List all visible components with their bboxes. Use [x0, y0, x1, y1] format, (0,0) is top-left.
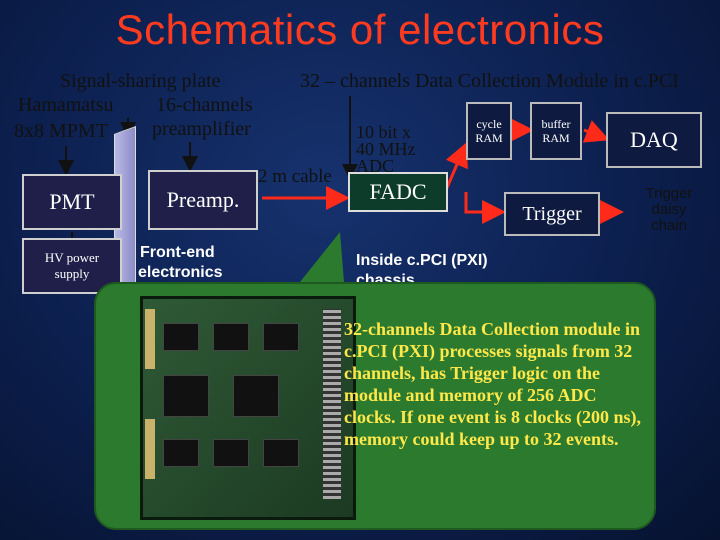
frontend-line2: electronics — [138, 264, 223, 281]
preamplifier-label: preamplifier — [152, 118, 251, 140]
mhz-label: 40 MHz — [356, 139, 416, 159]
signal-sharing-plate-label: Signal-sharing plate — [60, 70, 221, 92]
daq-box-label: DAQ — [630, 127, 678, 152]
cycle-ram-line2: RAM — [475, 131, 503, 145]
buffer-to-daq-arrow — [582, 120, 610, 143]
board-chip — [163, 439, 199, 467]
mpmt-label: 8x8 MPMT — [14, 120, 108, 142]
board-chip — [263, 323, 299, 351]
fadc-box-label: FADC — [369, 179, 427, 204]
hv-power-supply-box: HV power supply — [22, 238, 122, 294]
hamamatsu-label: Hamamatsu — [18, 94, 114, 116]
pmt-box-label: PMT — [49, 189, 95, 214]
trigger-daisy-line3: chain — [651, 217, 687, 234]
trigger-daisy-chain-label: Trigger daisy chain — [624, 186, 714, 234]
board-connector — [323, 309, 341, 499]
daq-box: DAQ — [606, 112, 702, 168]
inside-line1: Inside c.PCI (PXI) — [356, 252, 488, 269]
board-chip — [163, 375, 209, 417]
cable-label: 2 m cable — [258, 166, 332, 187]
page-title: Schematics of electronics — [115, 6, 605, 53]
trigger-box: Trigger — [504, 192, 600, 236]
cycle-ram-line1: cycle — [476, 117, 502, 131]
frontend-line1: Front-end — [140, 244, 215, 261]
pmt-box: PMT — [22, 174, 122, 230]
trigger-box-label: Trigger — [522, 202, 582, 225]
preamp-box-label: Preamp. — [166, 187, 240, 212]
preamp-box: Preamp. — [148, 170, 258, 230]
callout-text: 32-channels Data Collection module in c.… — [344, 319, 641, 449]
buffer-ram-line2: RAM — [542, 131, 570, 145]
fadc-box: FADC — [348, 172, 448, 212]
adc-label: ADC — [356, 156, 395, 176]
buffer-ram-line1: buffer — [541, 117, 571, 131]
fadc-to-trigger-arrow — [464, 192, 506, 224]
board-chip — [263, 439, 299, 467]
fadc-to-cycle-arrow — [444, 142, 468, 191]
board-chip — [233, 375, 279, 417]
pcb-photo — [140, 296, 356, 520]
hv-line1: HV power — [44, 250, 100, 265]
board-connector — [145, 309, 155, 369]
module-label: 32 – channels Data Collection Module in … — [300, 70, 679, 92]
bit-label: 10 bit x — [356, 122, 412, 142]
channels16-label: 16-channels — [156, 94, 253, 116]
callout-pointer — [300, 232, 344, 282]
board-connector — [145, 419, 155, 479]
board-chip — [213, 323, 249, 351]
hv-line2: supply — [54, 266, 90, 281]
trigger-daisy-line1: Trigger — [645, 185, 693, 202]
board-chip — [163, 323, 199, 351]
board-chip — [213, 439, 249, 467]
trigger-daisy-line2: daisy — [651, 201, 687, 218]
